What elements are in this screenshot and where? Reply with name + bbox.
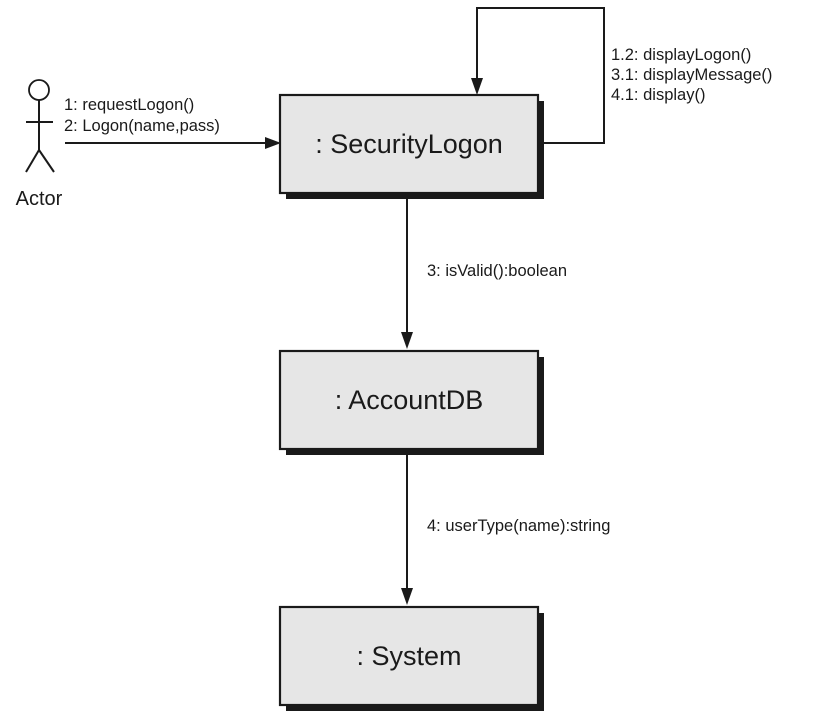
account-db-object: : AccountDB [278, 349, 544, 455]
actor-right-leg [38, 149, 55, 173]
actor-to-security-arrow [65, 137, 281, 149]
security-self-loop [471, 7, 605, 144]
message-user-type: 4: userType(name):string [427, 517, 610, 535]
system-object: : System [278, 605, 544, 711]
message-display: 4.1: display() [611, 86, 705, 104]
message-display-message: 3.1: displayMessage() [611, 66, 772, 84]
message-request-logon: 1: requestLogon() [64, 96, 194, 114]
actor-left-leg [25, 149, 40, 173]
message-is-valid: 3: isValid():boolean [427, 262, 567, 280]
security-to-account-arrow [401, 194, 413, 349]
account-to-system-arrow [401, 450, 413, 605]
security-logon-label: : SecurityLogon [315, 129, 503, 159]
actor-figure [25, 79, 55, 173]
message-logon: 2: Logon(name,pass) [64, 117, 220, 135]
actor-head [28, 79, 50, 101]
actor-label: Actor [16, 188, 63, 210]
message-display-logon: 1.2: displayLogon() [611, 46, 751, 64]
system-label: : System [356, 641, 461, 671]
security-logon-object: : SecurityLogon [278, 93, 544, 199]
account-db-label: : AccountDB [335, 385, 484, 415]
